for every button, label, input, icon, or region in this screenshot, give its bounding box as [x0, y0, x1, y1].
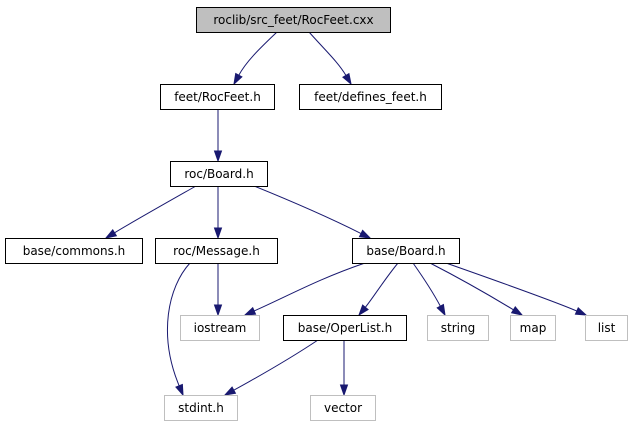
arrowhead-icon: [510, 305, 524, 316]
node-label: roc/Board.h: [184, 167, 253, 181]
edge-root-to-feet_rocfeet: [233, 31, 278, 86]
node-map: map: [510, 315, 556, 341]
edge-feet_rocfeet-to-roc_board: [213, 109, 223, 163]
edge-base_operlist-to-vector: [339, 339, 349, 397]
node-label: feet/RocFeet.h: [174, 90, 261, 104]
edge-base_operlist-to-stdint: [223, 339, 319, 396]
node-string: string: [427, 315, 489, 341]
node-label: stdint.h: [178, 401, 224, 415]
node-label: base/OperList.h: [298, 321, 392, 335]
node-box: [283, 315, 407, 341]
edge-line: [429, 262, 514, 311]
edge-base_board-to-string: [412, 262, 446, 317]
edge-base_board-to-iostream: [243, 262, 366, 316]
node-root[interactable]: roclib/src_feet/RocFeet.cxx: [196, 7, 391, 33]
arrowhead-icon: [175, 383, 184, 397]
edge-root-to-feet_defines: [308, 31, 352, 86]
node-box: [585, 315, 628, 341]
edge-roc_board-to-base_commons: [104, 185, 197, 239]
node-box: [427, 315, 489, 341]
node-base-operlist[interactable]: base/OperList.h: [283, 315, 407, 341]
nodes-layer: roclib/src_feet/RocFeet.cxx feet/RocFeet.…: [5, 7, 628, 421]
edge-line: [364, 262, 399, 308]
node-box: [510, 315, 556, 341]
edge-line: [308, 31, 347, 76]
node-box: [180, 315, 260, 341]
edge-line: [233, 339, 319, 391]
edge-line: [253, 185, 362, 234]
node-box: [170, 161, 268, 187]
node-vector: vector: [310, 395, 376, 421]
node-label: iostream: [194, 321, 247, 335]
node-box: [155, 238, 278, 264]
node-label: vector: [324, 401, 362, 415]
node-label: base/Board.h: [366, 244, 445, 258]
node-iostream: iostream: [180, 315, 260, 341]
edge-line: [445, 262, 578, 312]
arrowhead-icon: [104, 228, 118, 239]
node-roc-board[interactable]: roc/Board.h: [170, 161, 268, 187]
arrowhead-icon: [342, 72, 352, 86]
node-feet-rocfeet[interactable]: feet/RocFeet.h: [160, 84, 275, 110]
arrowhead-icon: [358, 304, 369, 317]
node-base-board[interactable]: base/Board.h: [352, 238, 460, 264]
node-box: [196, 7, 391, 33]
node-list: list: [585, 315, 628, 341]
edge-line: [412, 262, 441, 307]
node-box: [160, 84, 275, 110]
node-roc-message[interactable]: roc/Message.h: [155, 238, 278, 264]
arrowhead-icon: [233, 72, 243, 86]
arrowhead-icon: [243, 306, 257, 316]
node-label: roc/Message.h: [173, 244, 260, 258]
node-stdint: stdint.h: [164, 395, 238, 421]
node-label: string: [441, 321, 475, 335]
edge-line: [167, 262, 191, 386]
node-box: [5, 238, 143, 264]
edges-layer: [104, 31, 588, 397]
edge-roc_board-to-base_board: [253, 185, 372, 239]
arrowhead-icon: [358, 229, 372, 239]
edge-roc_message-to-stdint: [167, 262, 191, 397]
node-feet-defines[interactable]: feet/defines_feet.h: [299, 84, 442, 110]
edge-roc_board-to-roc_message: [213, 186, 223, 240]
arrowhead-icon: [223, 386, 237, 396]
node-box: [299, 84, 442, 110]
node-box: [164, 395, 238, 421]
edge-line: [114, 185, 197, 234]
edge-line: [238, 31, 278, 76]
edge-base_board-to-base_operlist: [358, 262, 399, 317]
node-label: feet/defines_feet.h: [314, 90, 427, 104]
arrowhead-icon: [213, 227, 223, 240]
edge-base_board-to-map: [429, 262, 524, 316]
node-label: roclib/src_feet/RocFeet.cxx: [213, 13, 373, 27]
edge-roc_message-to-iostream: [213, 263, 223, 317]
node-label: list: [598, 321, 616, 335]
arrowhead-icon: [436, 303, 446, 317]
node-label: base/commons.h: [23, 244, 126, 258]
edge-base_board-to-list: [445, 262, 588, 316]
arrowhead-icon: [339, 384, 349, 397]
arrowhead-icon: [213, 304, 223, 317]
arrowhead-icon: [213, 150, 223, 163]
node-box: [310, 395, 376, 421]
edge-line: [253, 262, 366, 312]
arrowhead-icon: [574, 306, 588, 316]
node-base-commons[interactable]: base/commons.h: [5, 238, 143, 264]
node-label: map: [520, 321, 547, 335]
node-box: [352, 238, 460, 264]
